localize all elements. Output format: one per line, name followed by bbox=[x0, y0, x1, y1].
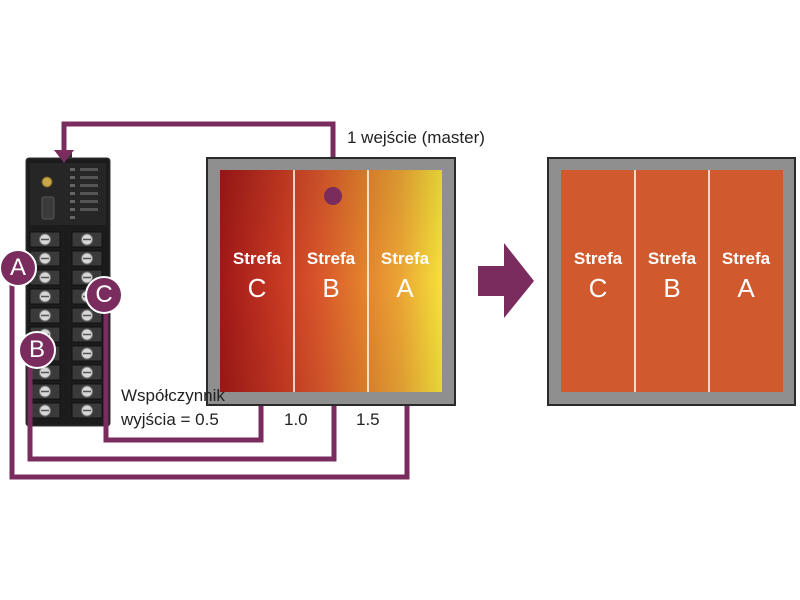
master-sensor-dot bbox=[324, 187, 342, 205]
badge-c bbox=[85, 276, 123, 314]
master-arrowhead bbox=[54, 150, 74, 163]
wiring bbox=[9, 121, 410, 480]
wire-c bbox=[103, 298, 264, 443]
wire-a bbox=[9, 272, 410, 480]
badge-b bbox=[18, 331, 56, 369]
heater-after bbox=[547, 157, 796, 406]
result-arrow-icon bbox=[478, 243, 534, 318]
badge-a bbox=[0, 249, 37, 287]
wire-b bbox=[27, 352, 337, 462]
rotary-switch-icon bbox=[41, 176, 53, 188]
